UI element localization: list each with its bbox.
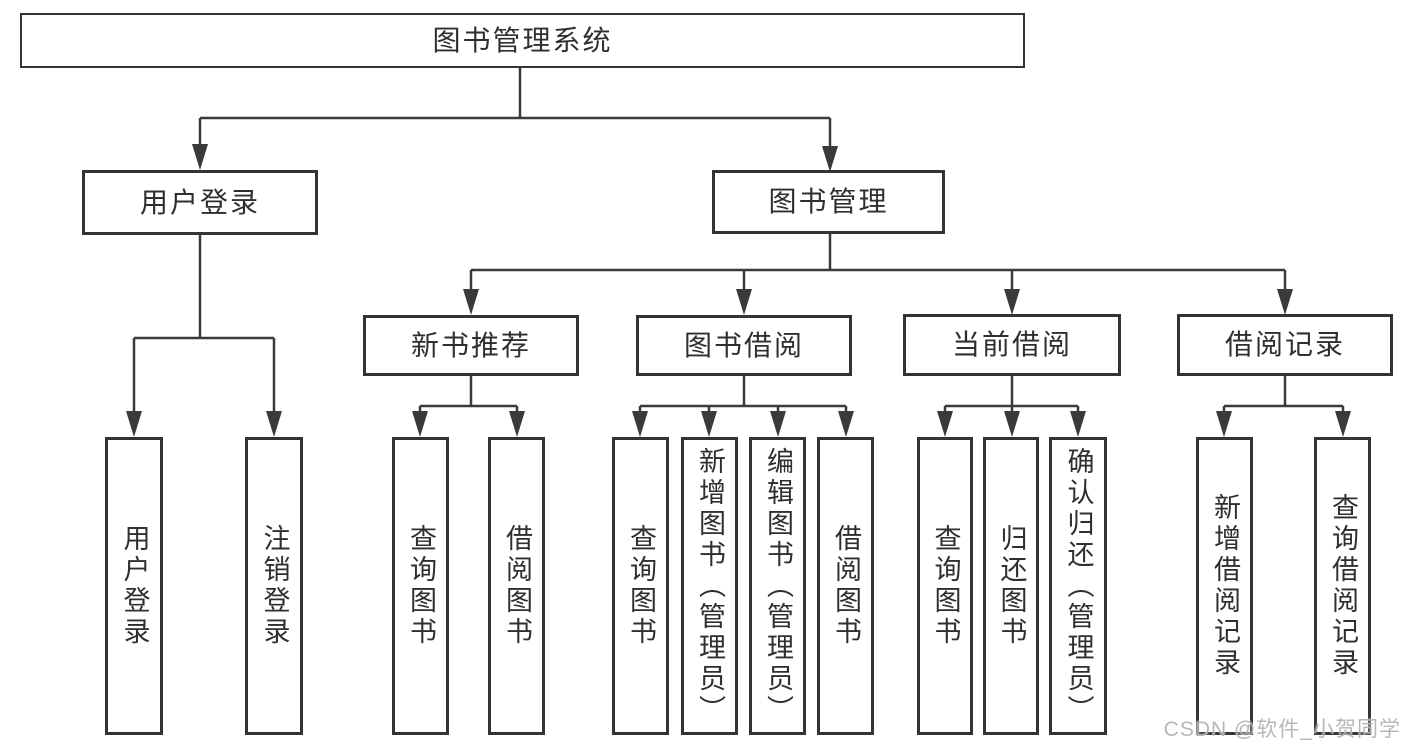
connector-bookmgmt-to-level3 <box>469 234 1287 293</box>
leaf-query-books-current: 查询图书 <box>917 437 973 735</box>
connector-currentborrow-to-leaves <box>943 376 1080 415</box>
connector-borrowrecord-to-leaves <box>1222 376 1345 415</box>
leaf-query-books-recommend: 查询图书 <box>392 437 449 735</box>
leaf-borrow-books-recommend: 借阅图书 <box>488 437 545 735</box>
leaf-borrow-books: 借阅图书 <box>817 437 874 735</box>
node-current-borrowing: 当前借阅 <box>903 314 1121 376</box>
node-library-management-system: 图书管理系统 <box>20 13 1025 68</box>
connector-bookborrow-to-leaves <box>638 376 848 415</box>
connector-userlogin-to-leaves <box>132 235 276 415</box>
leaf-logout: 注销登录 <box>245 437 303 735</box>
leaf-add-borrow-record: 新增借阅记录 <box>1196 437 1253 735</box>
arrowheads <box>126 144 1351 437</box>
node-book-borrowing: 图书借阅 <box>636 315 852 376</box>
leaf-edit-books-admin: 编辑图书（管理员） <box>749 437 806 735</box>
node-user-login: 用户登录 <box>82 170 318 235</box>
leaf-confirm-return-admin: 确认归还（管理员） <box>1049 437 1107 735</box>
node-book-management: 图书管理 <box>712 170 945 234</box>
csdn-watermark: CSDN @软件_小贺同学 <box>1163 718 1401 741</box>
leaf-user-login: 用户登录 <box>105 437 163 735</box>
connector-root-to-level2 <box>198 68 832 150</box>
leaf-return-books: 归还图书 <box>983 437 1039 735</box>
leaf-query-books-borrow: 查询图书 <box>612 437 669 735</box>
node-new-book-recommendation: 新书推荐 <box>363 315 579 376</box>
connector-newbook-to-leaves <box>418 376 519 415</box>
leaf-add-books-admin: 新增图书（管理员） <box>681 437 738 735</box>
node-borrowing-records: 借阅记录 <box>1177 314 1393 376</box>
leaf-query-borrow-record: 查询借阅记录 <box>1314 437 1371 735</box>
